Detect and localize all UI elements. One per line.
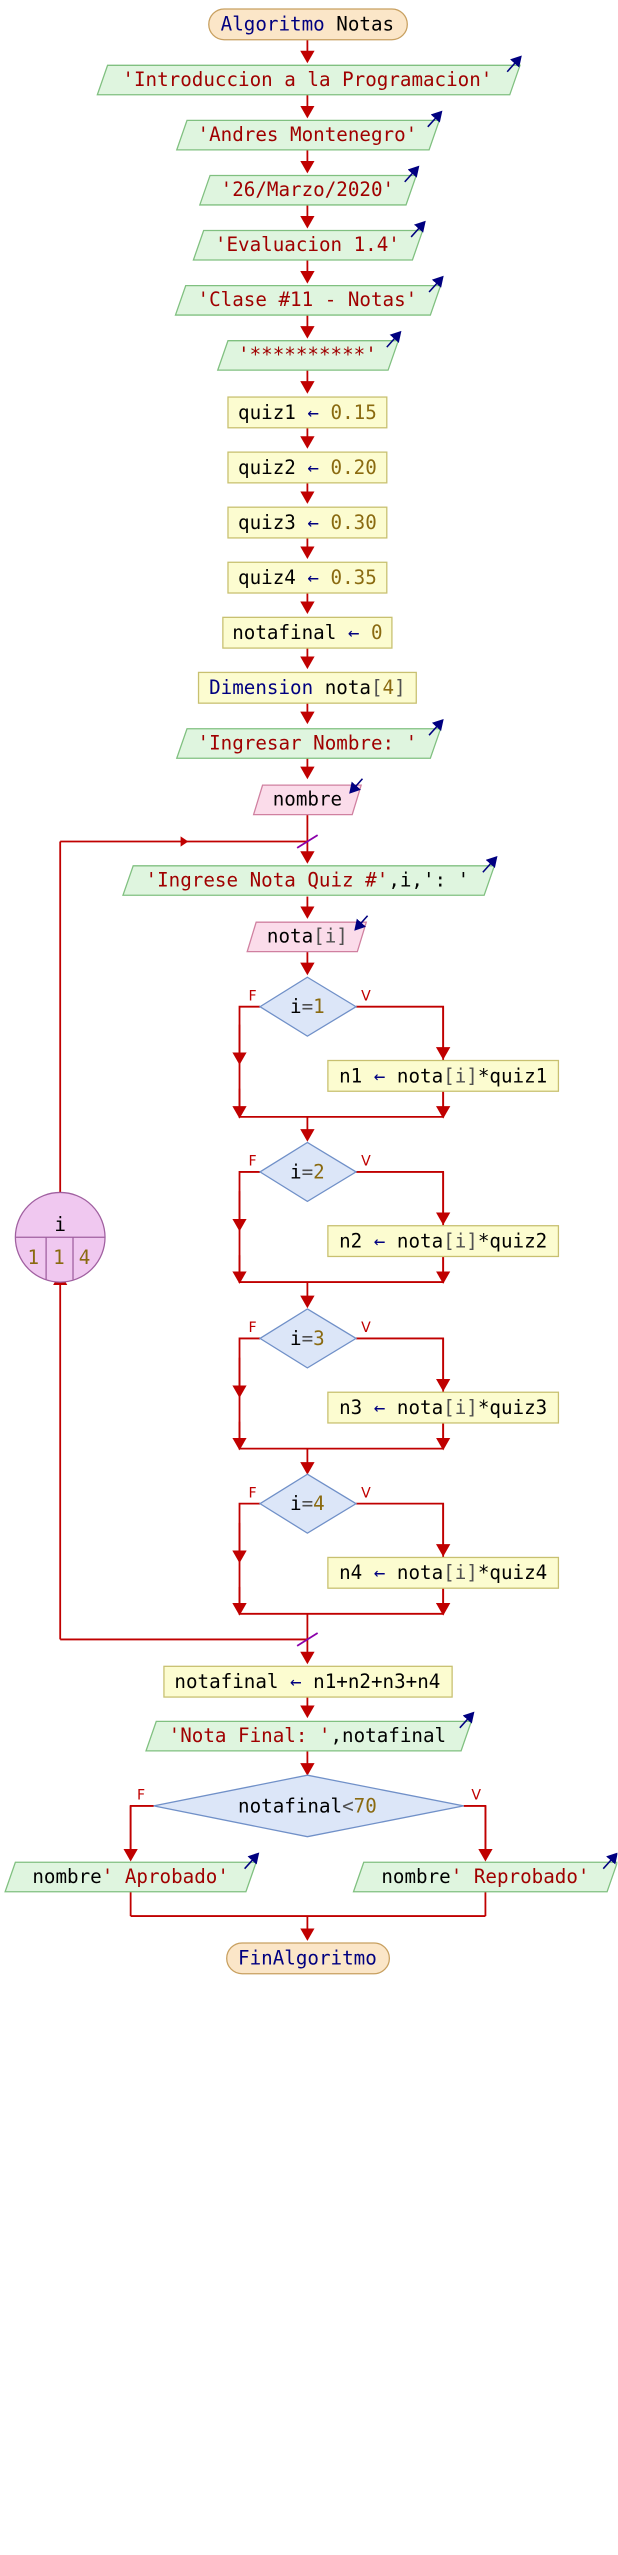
svg-text:i=1: i=1 [290,995,325,1018]
final-if-block: notafinal<70 F V nombre' Aprobado' nombr… [4,1774,618,1917]
output-aprobado [4,1861,258,1893]
svg-text:nombre: nombre [273,788,342,811]
svg-text:V: V [471,1788,481,1804]
svg-text:i=2: i=2 [290,1160,325,1183]
svg-text:'Clase #11 - Notas': 'Clase #11 - Notas' [198,288,418,311]
output-prompt-name: 'Ingresar Nombre: ' [175,718,444,759]
svg-text:1: 1 [28,1246,40,1269]
svg-text:4: 4 [79,1246,91,1269]
svg-text:notafinal ← n1+n2+n3+n4: notafinal ← n1+n2+n3+n4 [174,1670,440,1693]
loop-connector [53,834,319,1647]
loop-for-node: i 1 1 4 [14,1191,106,1283]
svg-text:FinAlgoritmo: FinAlgoritmo [238,1947,377,1970]
svg-text:V: V [361,1154,371,1170]
svg-text:i=4: i=4 [290,1492,325,1515]
assign-notafinal: notafinal ← 0 [222,616,393,649]
if-block-1: i=1 F V n1 ← nota[i]*quiz1 [232,976,560,1119]
output-reprobado [352,1861,618,1893]
svg-text:'26/Marzo/2020': '26/Marzo/2020' [221,178,394,201]
svg-text:i: i [54,1213,66,1236]
input-nota-i: nota[i] [246,915,369,953]
start-text: Algoritmo Notas [221,13,394,36]
svg-text:n4 ← nota[i]*quiz4: n4 ← nota[i]*quiz4 [339,1561,547,1584]
dimension-statement: Dimension nota[4] [197,671,417,704]
svg-text:F: F [248,1320,256,1336]
output-header-3: '26/Marzo/2020' [198,165,420,206]
svg-text:n3 ← nota[i]*quiz3: n3 ← nota[i]*quiz3 [339,1396,547,1419]
svg-text:V: V [361,988,371,1004]
svg-text:quiz2 ← 0.20: quiz2 ← 0.20 [238,456,377,479]
svg-text:i=3: i=3 [290,1327,325,1350]
output-header-5: 'Clase #11 - Notas' [174,275,444,316]
assign-quiz1: quiz1 ← 0.15 [227,396,388,429]
svg-text:notafinal ← 0: notafinal ← 0 [232,621,382,644]
svg-text:1: 1 [53,1246,65,1269]
svg-text:notafinal<70: notafinal<70 [238,1794,377,1817]
svg-text:V: V [361,1320,371,1336]
svg-text:F: F [248,1485,256,1501]
svg-text:Dimension nota[4]: Dimension nota[4] [209,676,406,699]
svg-text:quiz4 ← 0.35: quiz4 ← 0.35 [238,566,377,589]
svg-text:V: V [361,1485,371,1501]
svg-text:n2 ← nota[i]*quiz2: n2 ← nota[i]*quiz2 [339,1229,547,1252]
output-nota-final: 'Nota Final: ',notafinal [145,1711,475,1752]
flowchart: Algoritmo Notas 'Introduccion a la Progr… [4,8,618,1975]
svg-text:'Ingrese Nota Quiz #',i,': ': 'Ingrese Nota Quiz #',i,': ' [146,868,470,891]
assign-quiz4: quiz4 ← 0.35 [227,561,388,594]
svg-text:F: F [137,1788,145,1804]
svg-text:F: F [248,988,256,1004]
output-header-1: 'Introduccion a la Programacion' [96,55,522,96]
if-block-3: i=3 F V n3 ← nota[i]*quiz3 [232,1308,560,1451]
input-nombre: nombre [252,778,364,816]
assign-quiz2: quiz2 ← 0.20 [227,451,388,484]
output-header-4: 'Evaluacion 1.4' [192,220,426,261]
end-terminal: FinAlgoritmo [226,1942,391,1975]
svg-text:'Introduccion a la Programacio: 'Introduccion a la Programacion' [122,68,492,91]
svg-text:F: F [248,1154,256,1170]
svg-text:quiz1 ← 0.15: quiz1 ← 0.15 [238,401,377,424]
if-block-2: i=2 F V n2 ← nota[i]*quiz2 [232,1141,560,1284]
start-terminal: Algoritmo Notas [208,8,408,41]
output-header-2: 'Andres Montenegro' [175,110,443,151]
svg-text:nota[i]: nota[i] [267,925,348,948]
output-header-6: '**********' [216,330,402,371]
if-block-4: i=4 F V n4 ← nota[i]*quiz4 [232,1473,560,1616]
assign-notafinal-sum: notafinal ← n1+n2+n3+n4 [163,1665,453,1698]
svg-text:n1 ← nota[i]*quiz1: n1 ← nota[i]*quiz1 [339,1064,547,1087]
svg-text:nombre' Aprobado': nombre' Aprobado' [32,1865,229,1888]
svg-text:'Andres Montenegro': 'Andres Montenegro' [198,123,418,146]
svg-text:nombre' Reprobado': nombre' Reprobado' [381,1865,589,1888]
svg-text:'**********': '**********' [238,343,377,366]
svg-text:'Nota Final: ',notafinal: 'Nota Final: ',notafinal [169,1724,446,1747]
svg-text:'Ingresar Nombre: ': 'Ingresar Nombre: ' [198,731,418,754]
output-ingrese-nota: 'Ingrese Nota Quiz #',i,': ' [122,855,498,896]
svg-text:quiz3 ← 0.30: quiz3 ← 0.30 [238,511,377,534]
assign-quiz3: quiz3 ← 0.30 [227,506,388,539]
svg-text:'Evaluacion 1.4': 'Evaluacion 1.4' [215,233,400,256]
